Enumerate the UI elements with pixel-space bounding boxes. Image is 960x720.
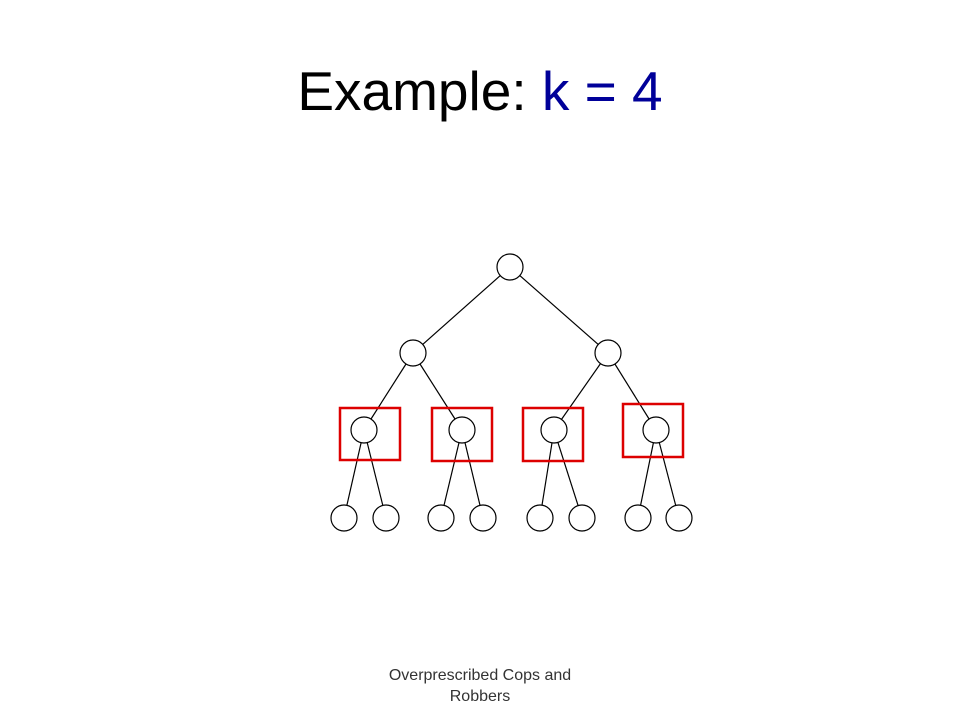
tree-node	[496, 253, 524, 281]
tree-node	[399, 339, 427, 367]
tree-node	[540, 416, 568, 444]
tree-node	[665, 504, 693, 532]
tree-edge	[640, 442, 654, 506]
tree-node	[568, 504, 596, 532]
tree-edge	[443, 442, 460, 506]
tree-node	[594, 339, 622, 367]
selection-box	[521, 406, 585, 463]
tree-node	[469, 504, 497, 532]
tree-edge	[561, 363, 601, 420]
tree-edge	[346, 442, 362, 506]
tree-node	[526, 504, 554, 532]
tree-edge	[464, 442, 481, 506]
tree-node	[642, 416, 670, 444]
tree-edge	[370, 363, 407, 420]
tree-edge	[557, 442, 579, 506]
tree-node	[330, 504, 358, 532]
footer-text: Overprescribed Cops and Robbers	[388, 667, 572, 705]
tree-node	[350, 416, 378, 444]
tree-edges	[346, 275, 677, 506]
selection-box	[621, 402, 685, 459]
title-prefix: Example:	[297, 60, 542, 122]
tree-edge	[366, 442, 384, 506]
title-math: k = 4	[541, 60, 663, 122]
tree-node	[624, 504, 652, 532]
tree-edge	[519, 275, 599, 345]
tree-nodes	[330, 253, 693, 532]
tree-edge	[658, 442, 677, 506]
slide-title: Example: k = 4	[0, 56, 960, 126]
tree-edge	[422, 275, 501, 345]
selection-box	[430, 406, 494, 463]
diagram-background	[320, 240, 700, 540]
selection-boxes	[338, 402, 685, 463]
tree-edge	[541, 442, 553, 506]
tree-node	[372, 504, 400, 532]
tree-edge	[614, 363, 650, 420]
selection-box	[338, 406, 402, 462]
tree-node	[448, 416, 476, 444]
tree-node	[427, 504, 455, 532]
tree-edge	[419, 363, 456, 420]
